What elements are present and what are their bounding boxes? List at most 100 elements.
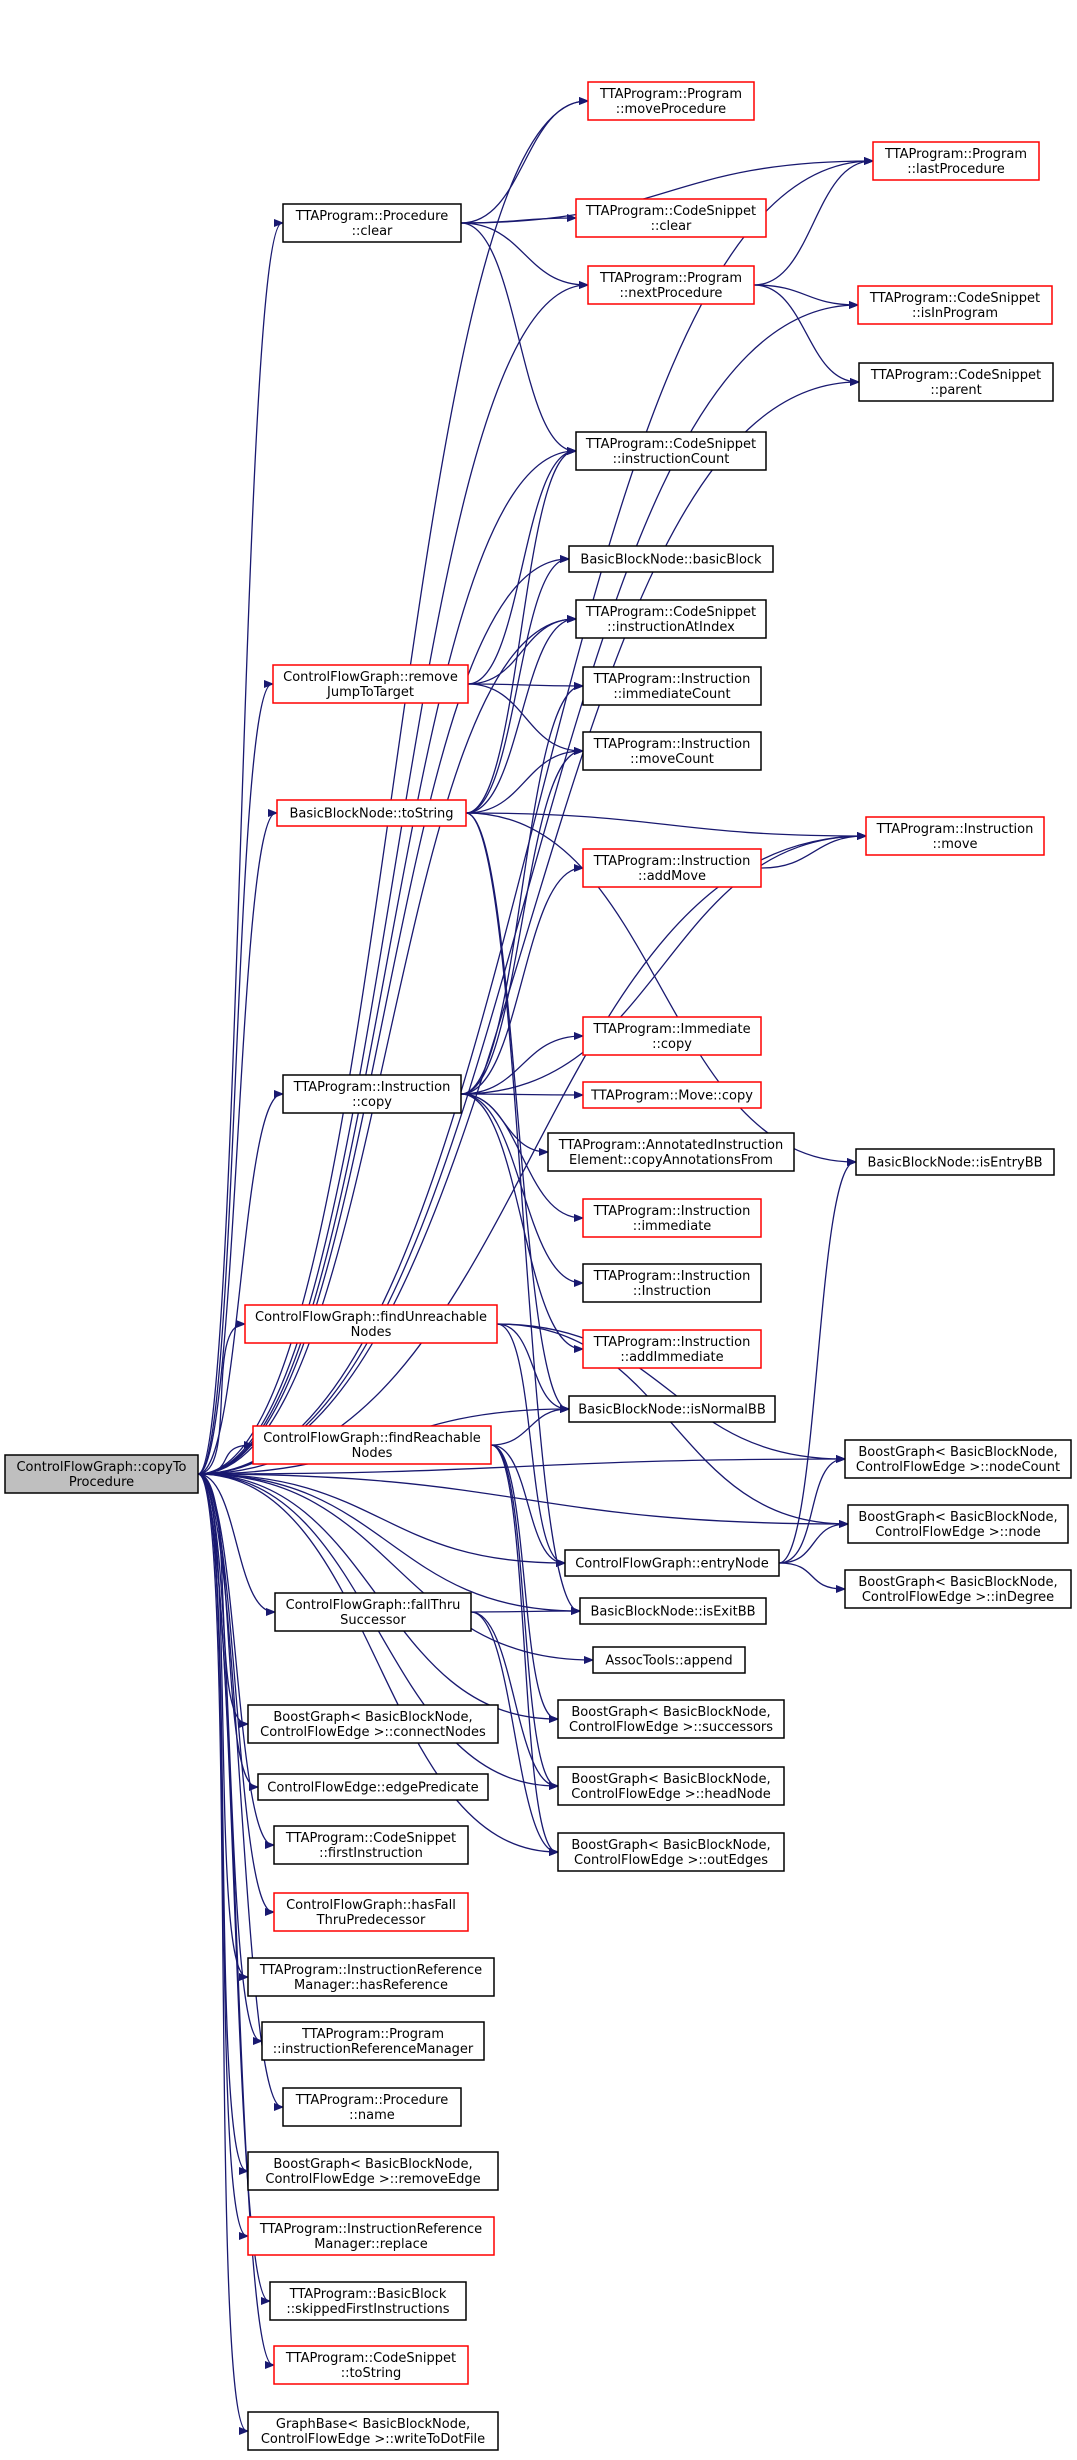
node-add-move[interactable]: TTAProgram::Instruction::addMove	[582, 848, 762, 888]
node-head-node[interactable]: BoostGraph< BasicBlockNode,ControlFlowEd…	[557, 1766, 785, 1806]
node-move-copy[interactable]: TTAProgram::Move::copy	[582, 1081, 762, 1109]
node-is-normal-bb[interactable]: BasicBlockNode::isNormalBB	[568, 1395, 776, 1423]
node-bbn-tostring[interactable]: BasicBlockNode::toString	[276, 799, 467, 827]
node-box	[273, 1825, 469, 1865]
node-label-line: ::moveCount	[630, 752, 714, 767]
edge-remove_jump-to-move_count	[467, 683, 582, 751]
node-box	[582, 848, 762, 888]
edge-root-to-proc_name	[197, 1473, 282, 2107]
edge-root-to-remove_jump	[197, 684, 272, 1475]
edge-root-to-instr_count	[197, 451, 575, 1475]
node-box	[247, 2151, 499, 2191]
node-label-line: BasicBlockNode::toString	[289, 807, 453, 822]
node-first-instruction[interactable]: TTAProgram::CodeSnippet::firstInstructio…	[273, 1825, 469, 1865]
node-edge-predicate[interactable]: ControlFlowEdge::edgePredicate	[257, 1773, 489, 1801]
node-is-entry-bb[interactable]: BasicBlockNode::isEntryBB	[855, 1148, 1055, 1176]
node-instr-at-index[interactable]: TTAProgram::CodeSnippet::instructionAtIn…	[575, 599, 767, 639]
node-cs-clear[interactable]: TTAProgram::CodeSnippet::clear	[575, 198, 767, 238]
node-last-procedure[interactable]: TTAProgram::Program::lastProcedure	[872, 141, 1040, 181]
node-box	[582, 731, 762, 771]
node-label-line: ControlFlowEdge >::successors	[569, 1720, 773, 1735]
node-immediate-count[interactable]: TTAProgram::Instruction::immediateCount	[582, 666, 762, 706]
node-proc-clear[interactable]: TTAProgram::Procedure::clear	[282, 203, 462, 243]
node-write-dot[interactable]: GraphBase< BasicBlockNode,ControlFlowEdg…	[247, 2411, 499, 2451]
node-label-line: TTAProgram::Instruction	[293, 1080, 451, 1095]
node-next-procedure[interactable]: TTAProgram::Program::nextProcedure	[587, 265, 755, 305]
edge-entry_node-to-bg_node	[778, 1524, 847, 1564]
node-irm-replace[interactable]: TTAProgram::InstructionReferenceManager:…	[247, 2216, 495, 2256]
node-label-line: ControlFlowGraph::fallThru	[286, 1598, 461, 1613]
edge-root-to-has_fall_thru_pred	[197, 1473, 273, 1912]
node-box	[582, 1081, 762, 1109]
node-add-immediate[interactable]: TTAProgram::Instruction::addImmediate	[582, 1329, 762, 1369]
node-label-line: TTAProgram::CodeSnippet	[585, 437, 756, 452]
node-label-line: TTAProgram::Move::copy	[590, 1089, 753, 1104]
node-instr-ref-manager[interactable]: TTAProgram::Program::instructionReferenc…	[261, 2021, 485, 2061]
node-in-degree[interactable]: BoostGraph< BasicBlockNode,ControlFlowEd…	[844, 1569, 1072, 1609]
node-out-edges[interactable]: BoostGraph< BasicBlockNode,ControlFlowEd…	[557, 1832, 785, 1872]
node-instr-count[interactable]: TTAProgram::CodeSnippet::instructionCoun…	[575, 431, 767, 471]
node-instr-immediate[interactable]: TTAProgram::Instruction::immediate	[582, 1198, 762, 1238]
node-label-line: Element::copyAnnotationsFrom	[569, 1153, 773, 1168]
edge-find_reachable-to-head_node	[490, 1444, 557, 1786]
node-box	[579, 1597, 767, 1625]
node-connect-nodes[interactable]: BoostGraph< BasicBlockNode,ControlFlowEd…	[247, 1704, 499, 1744]
node-is-exit-bb[interactable]: BasicBlockNode::isExitBB	[579, 1597, 767, 1625]
node-skipped-first[interactable]: TTAProgram::BasicBlock::skippedFirstInst…	[269, 2281, 467, 2321]
edge-fall_thru-to-is_exit_bb	[470, 1611, 579, 1612]
edge-proc_clear-to-instr_count	[460, 222, 575, 451]
node-box	[582, 1198, 762, 1238]
edge-find_reachable-to-out_edges	[490, 1444, 557, 1852]
node-assoc-append[interactable]: AssocTools::append	[592, 1646, 746, 1674]
node-is-in-program[interactable]: TTAProgram::CodeSnippet::isInProgram	[857, 285, 1053, 325]
edge-root-to-is_exit_bb	[197, 1473, 579, 1611]
node-box	[582, 1016, 762, 1056]
node-box	[282, 203, 462, 243]
node-cs-parent[interactable]: TTAProgram::CodeSnippet::parent	[858, 362, 1054, 402]
node-instr-move[interactable]: TTAProgram::Instruction::move	[865, 816, 1045, 856]
node-box	[575, 431, 767, 471]
node-box	[858, 362, 1054, 402]
node-cs-tostring[interactable]: TTAProgram::CodeSnippet::toString	[273, 2345, 469, 2385]
node-instr-copy[interactable]: TTAProgram::Instruction::copy	[282, 1074, 462, 1114]
node-move-procedure[interactable]: TTAProgram::Program::moveProcedure	[587, 81, 755, 121]
node-copy-annotations[interactable]: TTAProgram::AnnotatedInstructionElement:…	[547, 1132, 795, 1172]
edge-bbn_tostring-to-move_count	[465, 751, 582, 814]
node-box	[252, 1425, 492, 1465]
node-label-line: ControlFlowGraph::findUnreachable	[255, 1310, 487, 1325]
node-label-line: BoostGraph< BasicBlockNode,	[858, 1510, 1057, 1525]
edge-root-to-find_unreachable	[197, 1324, 244, 1475]
node-node-count[interactable]: BoostGraph< BasicBlockNode,ControlFlowEd…	[844, 1439, 1072, 1479]
node-label-line: ::Instruction	[633, 1284, 711, 1299]
node-box	[247, 2411, 499, 2451]
node-remove-edge[interactable]: BoostGraph< BasicBlockNode,ControlFlowEd…	[247, 2151, 499, 2191]
node-move-count[interactable]: TTAProgram::Instruction::moveCount	[582, 731, 762, 771]
node-immediate-copy[interactable]: TTAProgram::Immediate::copy	[582, 1016, 762, 1056]
node-label-line: TTAProgram::Program	[599, 271, 742, 286]
node-label-line: Nodes	[351, 1325, 392, 1340]
node-box	[557, 1699, 785, 1739]
edge-root-to-move_procedure	[197, 101, 587, 1475]
node-label-line: Successor	[340, 1613, 406, 1628]
node-has-reference[interactable]: TTAProgram::InstructionReferenceManager:…	[247, 1957, 495, 1997]
node-box	[276, 799, 467, 827]
edge-root-to-out_edges	[197, 1473, 557, 1852]
node-label-line: TTAProgram::Program	[599, 87, 742, 102]
node-label-line: ::toString	[341, 2366, 402, 2381]
edge-entry_node-to-in_degree	[778, 1562, 844, 1589]
node-entry-node[interactable]: ControlFlowGraph::entryNode	[564, 1549, 780, 1577]
node-instr-ctor[interactable]: TTAProgram::Instruction::Instruction	[582, 1263, 762, 1303]
node-basic-block[interactable]: BasicBlockNode::basicBlock	[568, 545, 774, 573]
node-successors[interactable]: BoostGraph< BasicBlockNode,ControlFlowEd…	[557, 1699, 785, 1739]
node-label-line: GraphBase< BasicBlockNode,	[276, 2417, 470, 2432]
edge-instr_copy-to-instr_immediate	[460, 1093, 582, 1218]
node-box	[592, 1646, 746, 1674]
node-bg-node[interactable]: BoostGraph< BasicBlockNode,ControlFlowEd…	[847, 1504, 1069, 1544]
node-proc-name[interactable]: TTAProgram::Procedure::name	[282, 2087, 462, 2127]
